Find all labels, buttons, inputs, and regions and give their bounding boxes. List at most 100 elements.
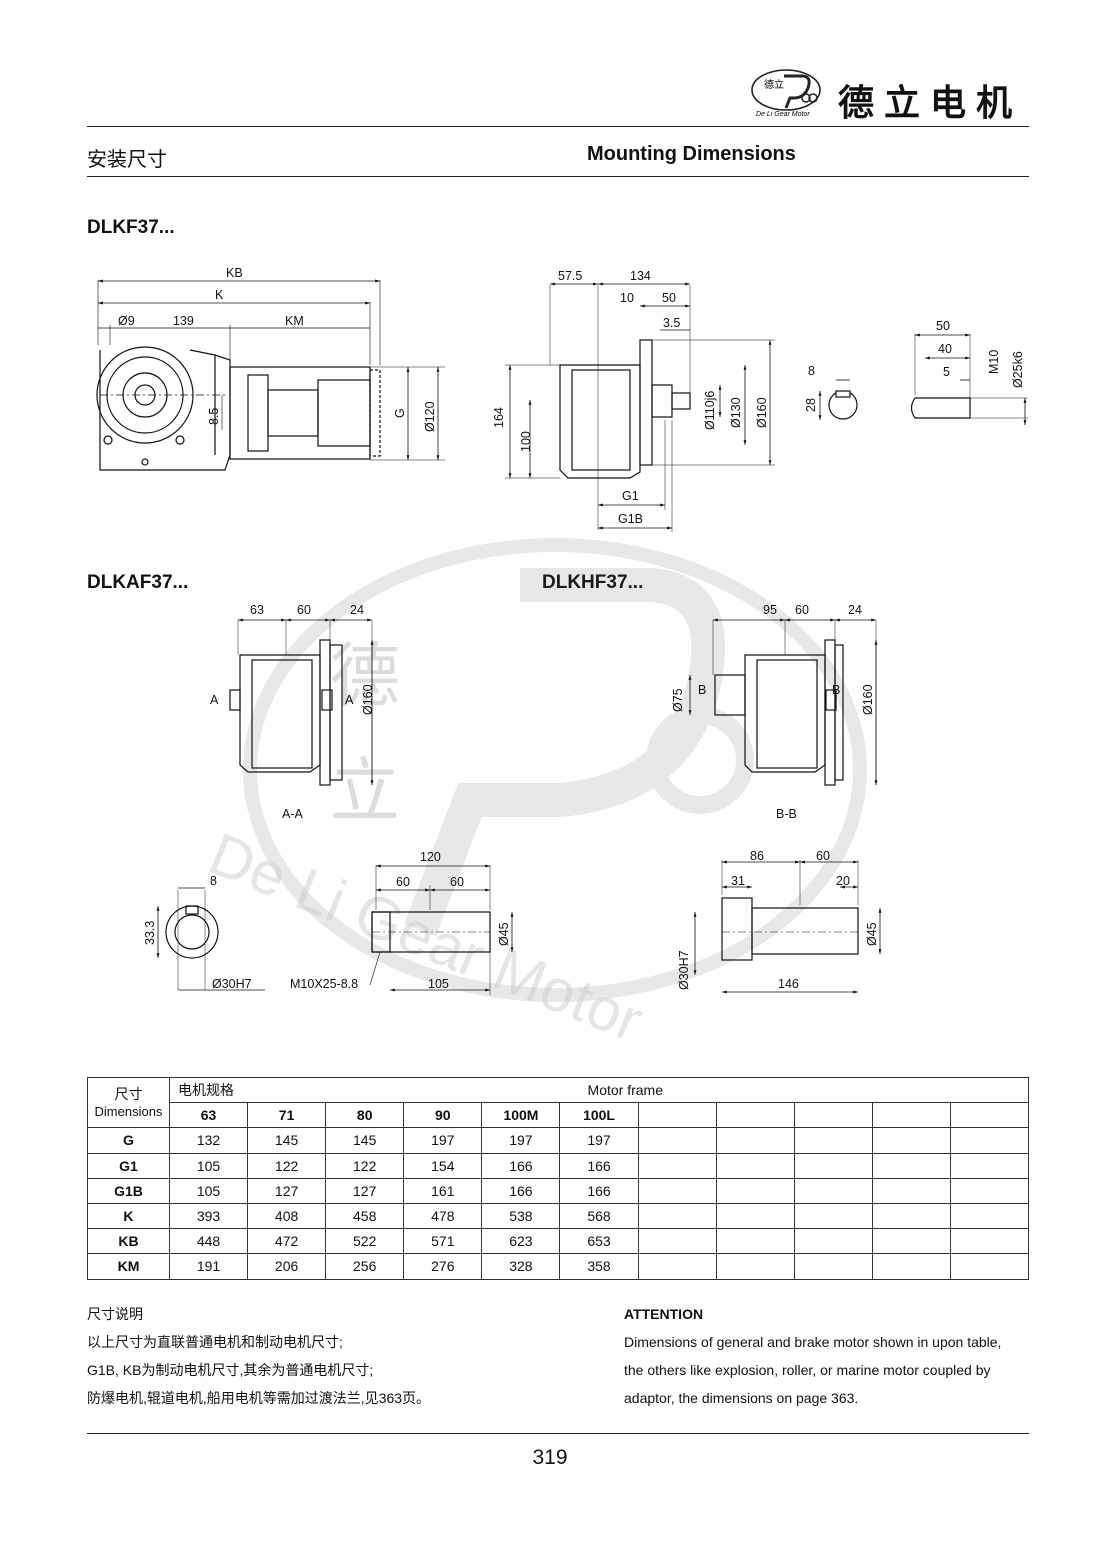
frame-80: 80 [325,1102,405,1129]
notes-cn-line2: G1B, KB为制动电机尺寸,其余为普通电机尺寸; [87,1362,374,1378]
dim-key-28: 28 [804,398,818,412]
dimensions-label-en: Dimensions [94,1103,163,1119]
notes-en-title: ATTENTION [624,1306,704,1322]
dim-aaf-63: 63 [250,603,264,617]
dim-km: KM [285,314,304,328]
dim-ahf-60: 60 [795,603,809,617]
notes-cn: 尺寸说明 以上尺寸为直联普通电机和制动电机尺寸; G1B, KB为制动电机尺寸,… [87,1300,430,1412]
dim-solid-60a: 60 [396,875,410,889]
dim-shrink-20: 20 [836,874,850,888]
drawing-shaft-end [910,333,1028,425]
section-title-en: Mounting Dimensions [587,143,796,165]
footer-divider [87,1433,1029,1434]
dim-57-5: 57.5 [558,269,582,283]
frame-100m: 100M [481,1102,561,1129]
dim-139: 139 [173,314,194,328]
drawing-dlkf37-front [505,282,775,532]
dim-164: 164 [492,407,506,428]
dim-shaft-5: 5 [943,365,950,379]
dim-d160: Ø160 [755,397,769,428]
drawing-key-section [818,379,858,420]
notes-cn-title: 尺寸说明 [87,1306,143,1322]
dim-ahf-d75: Ø75 [671,688,685,712]
dim-k: K [215,288,224,302]
svg-text:De Li Gear Motor: De Li Gear Motor [756,111,810,118]
brand-logo: 德立 De Li Gear Motor [751,69,821,118]
dim-ahf-95: 95 [763,603,777,617]
technical-drawings: 德 立 De Li Gear Motor [96,266,1028,1054]
svg-text:德立: 德立 [764,78,784,91]
model-title-dlkaf37: DLKAF37... [87,572,189,593]
dim-solid-m10: M10X25-8.8 [290,977,358,991]
dim-shrink-60: 60 [816,849,830,863]
section-title-cn: 安装尺寸 [87,149,167,171]
page-number: 319 [532,1446,568,1469]
dim-d9: Ø9 [118,314,135,328]
dim-134: 134 [630,269,651,283]
notes-en-line2: the others like explosion, roller, or ma… [624,1362,991,1378]
dim-shrink-146: 146 [778,977,799,991]
dim-d110: Ø110j6 [703,391,717,430]
dim-d120: Ø120 [423,401,437,432]
dim-hollow-d30: Ø30H7 [212,977,252,991]
dim-ahf-24: 24 [848,603,862,617]
drawing-shrink-shaft [693,860,882,994]
dim-g1: G1 [622,489,639,503]
table-header-row-1: 尺寸 Dimensions 电机规格 Motor frame [87,1076,1029,1129]
drawing-solid-shaft [369,864,514,995]
notes-en-line3: adaptor, the dimensions on page 363. [624,1390,859,1406]
dim-shrink-86: 86 [750,849,764,863]
dim-shaft-50: 50 [936,319,950,333]
frame-90: 90 [403,1102,483,1129]
model-title-dlkf37: DLKF37... [87,217,175,238]
dim-shrink-31: 31 [731,874,745,888]
motor-frame-label-cn: 电机规格 [168,1076,248,1104]
dim-ahf-d160: Ø160 [861,684,875,715]
notes-en: ATTENTION Dimensions of general and brak… [624,1300,1034,1412]
model-title-dlkhf37: DLKHF37... [542,572,644,593]
drawing-dlkhf37 [688,618,878,786]
dim-d25: Ø25k6 [1011,351,1025,388]
dim-solid-60b: 60 [450,875,464,889]
dim-d130: Ø130 [729,397,743,428]
dim-m10: M10 [987,350,1001,374]
dim-key-8: 8 [808,364,815,378]
dim-solid-d45: Ø45 [497,922,511,946]
dim-aaf-d160: Ø160 [361,684,375,715]
label-b-right: B [832,683,840,697]
dim-100: 100 [519,431,533,452]
watermark-cn2: 立 [330,752,400,830]
motor-frame-label-en: Motor frame [247,1076,1029,1104]
dim-10: 10 [620,291,634,305]
brand-name: 德立电机 [838,82,1023,124]
dim-hollow-8: 8 [210,874,217,888]
table-corner-cell: 尺寸 Dimensions [87,1076,170,1129]
dim-3-5: 3.5 [663,316,680,330]
dimensions-table: 尺寸 Dimensions 电机规格 Motor frame 63 71 80 … [87,1076,1030,1280]
frame-100l: 100L [559,1102,639,1129]
dim-hollow-33-3: 33.3 [143,921,157,945]
dim-8-5: 8.5 [207,408,221,425]
dim-g: G [393,408,407,418]
dimensions-label-cn: 尺寸 [114,1085,143,1102]
label-aa: A-A [282,807,304,821]
dim-shaft-40: 40 [938,342,952,356]
dim-50: 50 [662,291,676,305]
drawing-hollow-section [156,887,265,991]
dim-g1b: G1B [618,512,643,526]
drawing-dlkaf37 [229,618,374,786]
notes-cn-line3: 防爆电机,辊道电机,船用电机等需加过渡法兰,见363页。 [87,1390,431,1406]
header-divider [87,126,1029,127]
dim-shrink-d30: Ø30H7 [677,950,691,990]
frame-71: 71 [247,1102,327,1129]
label-a-right: A [345,693,354,707]
label-b-left: B [698,683,706,697]
dim-solid-105: 105 [428,977,449,991]
dim-shrink-d45: Ø45 [865,922,879,946]
label-bb: B-B [776,807,797,821]
